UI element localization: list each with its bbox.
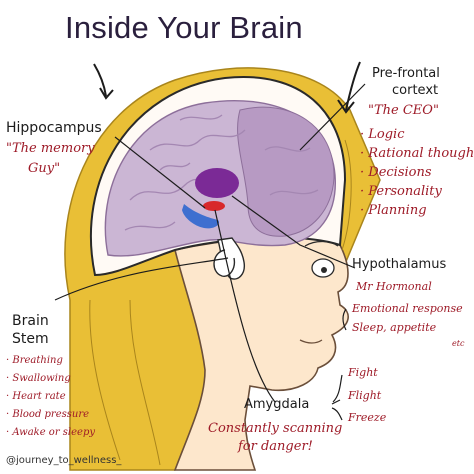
hypothalamus-function: Emotional response (352, 302, 463, 315)
prefrontal-nickname: "The CEO" (368, 103, 439, 118)
ear (213, 249, 236, 277)
brain-stem-function: · Blood pressure (6, 409, 90, 420)
brain-stem-function: · Awake or sleepy (6, 427, 96, 438)
prefrontal-function: · Rational thought (360, 146, 474, 161)
hypothalamus-function: Sleep, appetite (352, 321, 437, 334)
amygdala-note-2: for danger! (238, 439, 313, 454)
hypothalamus-function: Mr Hormonal (356, 280, 432, 293)
brain-stem-function: · Heart rate (6, 391, 66, 402)
hippocampus-shape (182, 204, 220, 229)
brain-stem-function: · Breathing (6, 355, 63, 366)
brain-stem-function: · Swallowing (6, 373, 71, 384)
credit-handle: @journey_to_wellness_ (6, 455, 122, 466)
amygdala-response: Fight (348, 366, 378, 379)
pupil (321, 267, 327, 273)
amygdala-shape (203, 201, 225, 211)
mouth (299, 339, 323, 344)
prefrontal-function: · Planning (360, 203, 427, 218)
prefrontal-function: · Decisions (360, 165, 432, 180)
prefrontal-label: Pre-frontal (372, 66, 440, 81)
hippocampus-nickname-2: Guy" (28, 161, 61, 176)
eyebrow (304, 240, 339, 247)
amygdala-label: Amygdala (244, 397, 310, 412)
amygdala-response: Freeze (348, 411, 387, 424)
hypothalamus-label: Hypothalamus (352, 257, 447, 272)
leader-lines (54, 83, 366, 421)
hypothalamus-shape (195, 168, 239, 198)
hippocampus-nickname: "The memory (6, 141, 95, 156)
prefrontal-label-2: cortext (392, 83, 439, 98)
page-title: Inside Your Brain (65, 10, 303, 45)
prefrontal-function: · Logic (360, 127, 405, 142)
prefrontal-function: · Personality (360, 184, 442, 199)
hypothalamus-function: etc (452, 339, 465, 348)
brain-stem-label-2: Stem (12, 331, 49, 347)
amygdala-response: Flight (348, 389, 382, 402)
amygdala-note: Constantly scanning (208, 421, 343, 436)
title-arrows (93, 61, 361, 114)
hippocampus-label: Hippocampus (6, 120, 102, 136)
hair-strands (89, 139, 352, 466)
brain-stem-label: Brain (12, 313, 49, 329)
